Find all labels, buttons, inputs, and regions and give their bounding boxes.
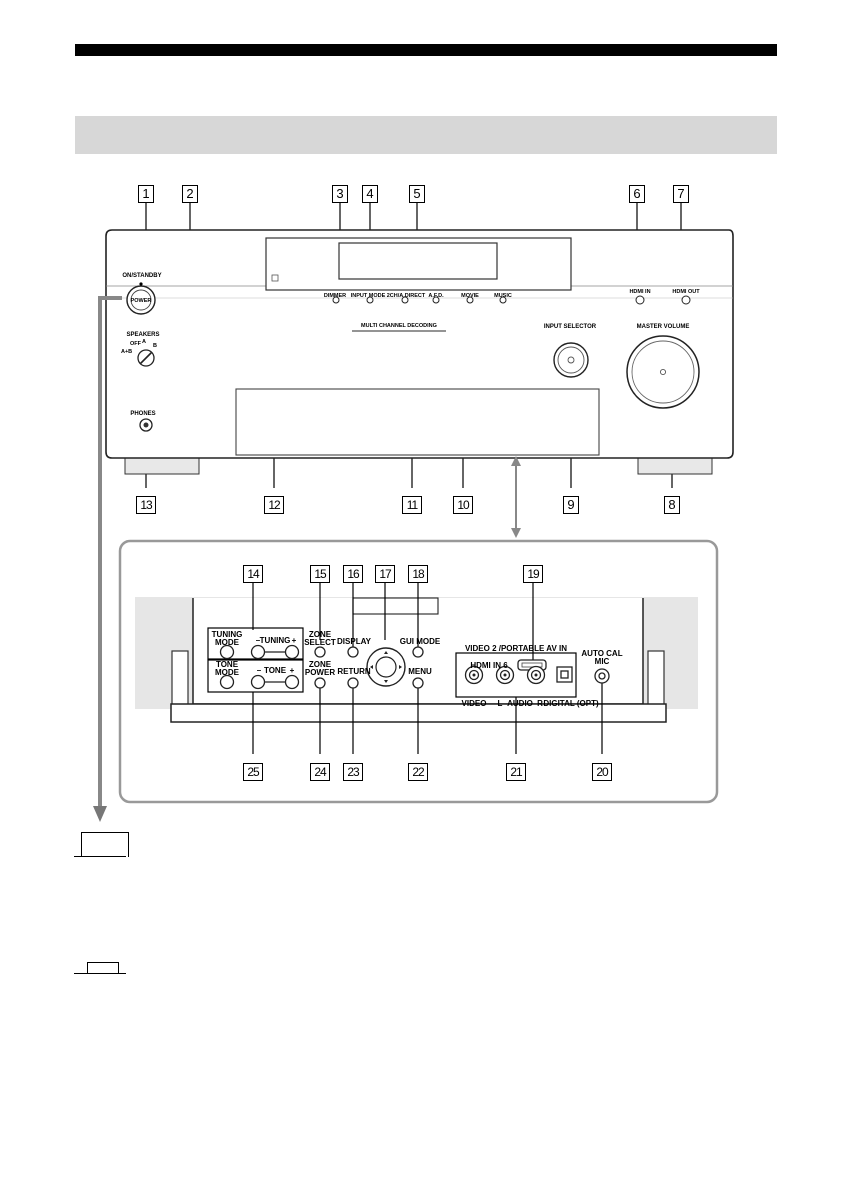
speakers-off-label: OFF [130, 341, 142, 347]
hdmi-in-label: HDMI IN [629, 289, 650, 295]
auto-cal-label-2: MIC [595, 657, 610, 666]
tone-minus-label: – [257, 666, 262, 675]
dimmer-label: DIMMER [324, 293, 346, 299]
callout-18: 18 [408, 565, 428, 583]
callout-20: 20 [592, 763, 612, 781]
movie-label: MOVIE [461, 293, 479, 299]
2ch-direct-label: 2CH/A.DIRECT [387, 293, 426, 299]
callout-12: 12 [264, 496, 284, 514]
tone-plus-label: + [290, 666, 295, 675]
auto-cal-label-1: AUTO CAL [581, 649, 622, 658]
phones-label: PHONES [130, 411, 155, 417]
tuning-mode-label-1: TUNING [212, 630, 243, 639]
menu-label: MENU [408, 667, 432, 676]
on-standby-label: ON/STANDBY [122, 273, 161, 279]
callout-10: 10 [453, 496, 473, 514]
zone-power-label-2: POWER [305, 668, 335, 677]
callout-13: 13 [136, 496, 156, 514]
callout-3: 3 [332, 185, 348, 203]
return-label: RETURN [337, 667, 371, 676]
multi-channel-label: MULTI CHANNEL DECODING [361, 323, 437, 329]
callout-11: 11 [402, 496, 422, 514]
callout-22: 22 [408, 763, 428, 781]
afd-label: A.F.D. [428, 293, 444, 299]
display-label: DISPLAY [337, 637, 372, 646]
hdmi-in6-label: HDMI IN 6 [470, 661, 508, 670]
audio-l-label: L [498, 699, 503, 708]
callout-2: 2 [182, 185, 198, 203]
callout-8: 8 [664, 496, 680, 514]
zone-select-label-1: ZONE [309, 630, 332, 639]
empty-number-box-1 [81, 832, 129, 857]
speakers-b-label: B [153, 343, 157, 349]
box-underline-2 [74, 973, 126, 974]
video-label: VIDEO [462, 699, 487, 708]
hdmi-out-label: HDMI OUT [672, 289, 700, 295]
speakers-label: SPEAKERS [126, 332, 159, 338]
input-selector-label: INPUT SELECTOR [544, 324, 597, 330]
callout-4: 4 [362, 185, 378, 203]
tuning-plus-label: + [292, 636, 297, 645]
callout-16: 16 [343, 565, 363, 583]
zone-select-label-2: SELECT [304, 638, 336, 647]
callout-23: 23 [343, 763, 363, 781]
callout-1: 1 [138, 185, 154, 203]
callout-14: 14 [243, 565, 263, 583]
tuning-mode-label-2: MODE [215, 638, 240, 647]
tone-mode-label-2: MODE [215, 668, 240, 677]
box-underline-1 [74, 856, 126, 857]
section-header-band [75, 116, 777, 154]
callout-24: 24 [310, 763, 330, 781]
callout-25: 25 [243, 763, 263, 781]
audio-r-label: R [537, 699, 543, 708]
speakers-ab-label: A+B [121, 349, 132, 355]
audio-label: AUDIO [507, 699, 533, 708]
video2-label: VIDEO 2 /PORTABLE AV IN [465, 644, 567, 653]
zone-power-label-1: ZONE [309, 660, 332, 669]
power-label: POWER [131, 298, 152, 304]
tuning-label: TUNING [260, 636, 291, 645]
top-rule [75, 44, 777, 56]
receiver-front-diagram: ON/STANDBY POWER SPEAKERS OFF A B A+B PH… [105, 203, 734, 488]
speakers-a-label: A [142, 339, 146, 345]
empty-number-box-2 [87, 962, 119, 974]
music-label: MUSIC [494, 293, 512, 299]
digital-opt-label: DIGITAL (OPT) [543, 699, 599, 708]
callout-15: 15 [310, 565, 330, 583]
tuning-minus-label: – [256, 636, 261, 645]
tone-mode-label-1: TONE [216, 660, 239, 669]
callout-6: 6 [629, 185, 645, 203]
input-mode-label: INPUT MODE [351, 293, 386, 299]
callout-7: 7 [673, 185, 689, 203]
callout-21: 21 [506, 763, 526, 781]
callout-17: 17 [375, 565, 395, 583]
tone-label: TONE [264, 666, 287, 675]
callout-5: 5 [409, 185, 425, 203]
gui-mode-label: GUI MODE [400, 637, 441, 646]
master-volume-label: MASTER VOLUME [637, 324, 690, 330]
callout-9: 9 [563, 496, 579, 514]
callout-19: 19 [523, 565, 543, 583]
